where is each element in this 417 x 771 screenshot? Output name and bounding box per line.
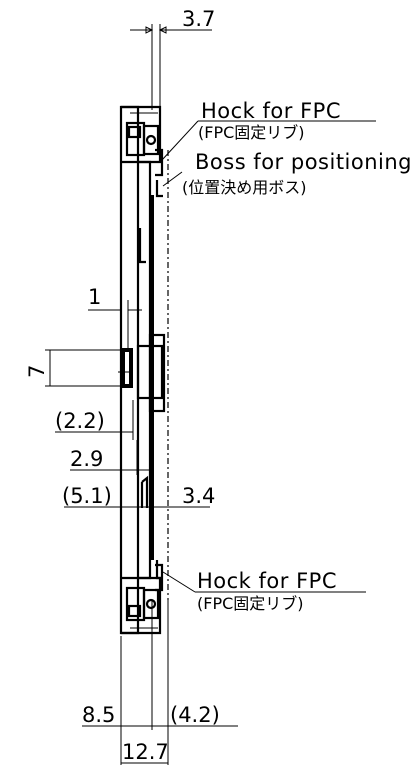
dim-offset-cd: (5.1) 3.4	[62, 484, 215, 508]
dim-top-thickness: 3.7	[130, 7, 215, 110]
top-clip	[125, 112, 164, 198]
dim-label-total-width: 12.7	[122, 740, 169, 764]
dim-boss-height: 7	[25, 349, 125, 387]
dim-label-offset-a: (2.2)	[55, 409, 105, 433]
lower-rib	[140, 475, 149, 508]
bottom-clip	[125, 560, 164, 629]
note-hook-top-en: Hock for FPC	[201, 99, 341, 123]
note-hook-bottom-en: Hock for FPC	[197, 569, 337, 593]
callout-hook-bottom: Hock for FPC (FPC固定リブ)	[162, 569, 366, 613]
dim-label-top-thickness: 3.7	[182, 7, 215, 31]
dim-label-base-right: (4.2)	[170, 703, 220, 727]
dim-label-boss-height: 7	[25, 365, 49, 378]
note-hook-top-jp: (FPC固定リブ)	[198, 123, 305, 142]
dim-offset-b: 2.9	[70, 440, 152, 475]
positioning-boss	[118, 333, 166, 413]
note-boss-jp: (位置決め用ボス)	[182, 178, 307, 197]
dim-rib-width: 1	[88, 285, 142, 350]
note-hook-bottom-jp: (FPC固定リブ)	[197, 594, 304, 613]
dim-label-base-left: 8.5	[82, 703, 115, 727]
callout-hook-top: Hock for FPC (FPC固定リブ)	[161, 99, 376, 161]
dim-offset-a: (2.2)	[55, 400, 134, 520]
upper-rib	[138, 228, 146, 264]
dim-label-offset-d: 3.4	[182, 484, 215, 508]
note-boss-en: Boss for positioning	[195, 150, 412, 174]
dim-label-offset-c: (5.1)	[62, 484, 112, 508]
dim-bottom: 8.5 (4.2) 12.7	[82, 600, 238, 765]
part-outline	[119, 105, 169, 635]
callout-boss: Boss for positioning (位置決め用ボス)	[162, 150, 412, 197]
dim-label-rib-width: 1	[88, 285, 101, 309]
dim-label-offset-b: 2.9	[70, 447, 103, 471]
